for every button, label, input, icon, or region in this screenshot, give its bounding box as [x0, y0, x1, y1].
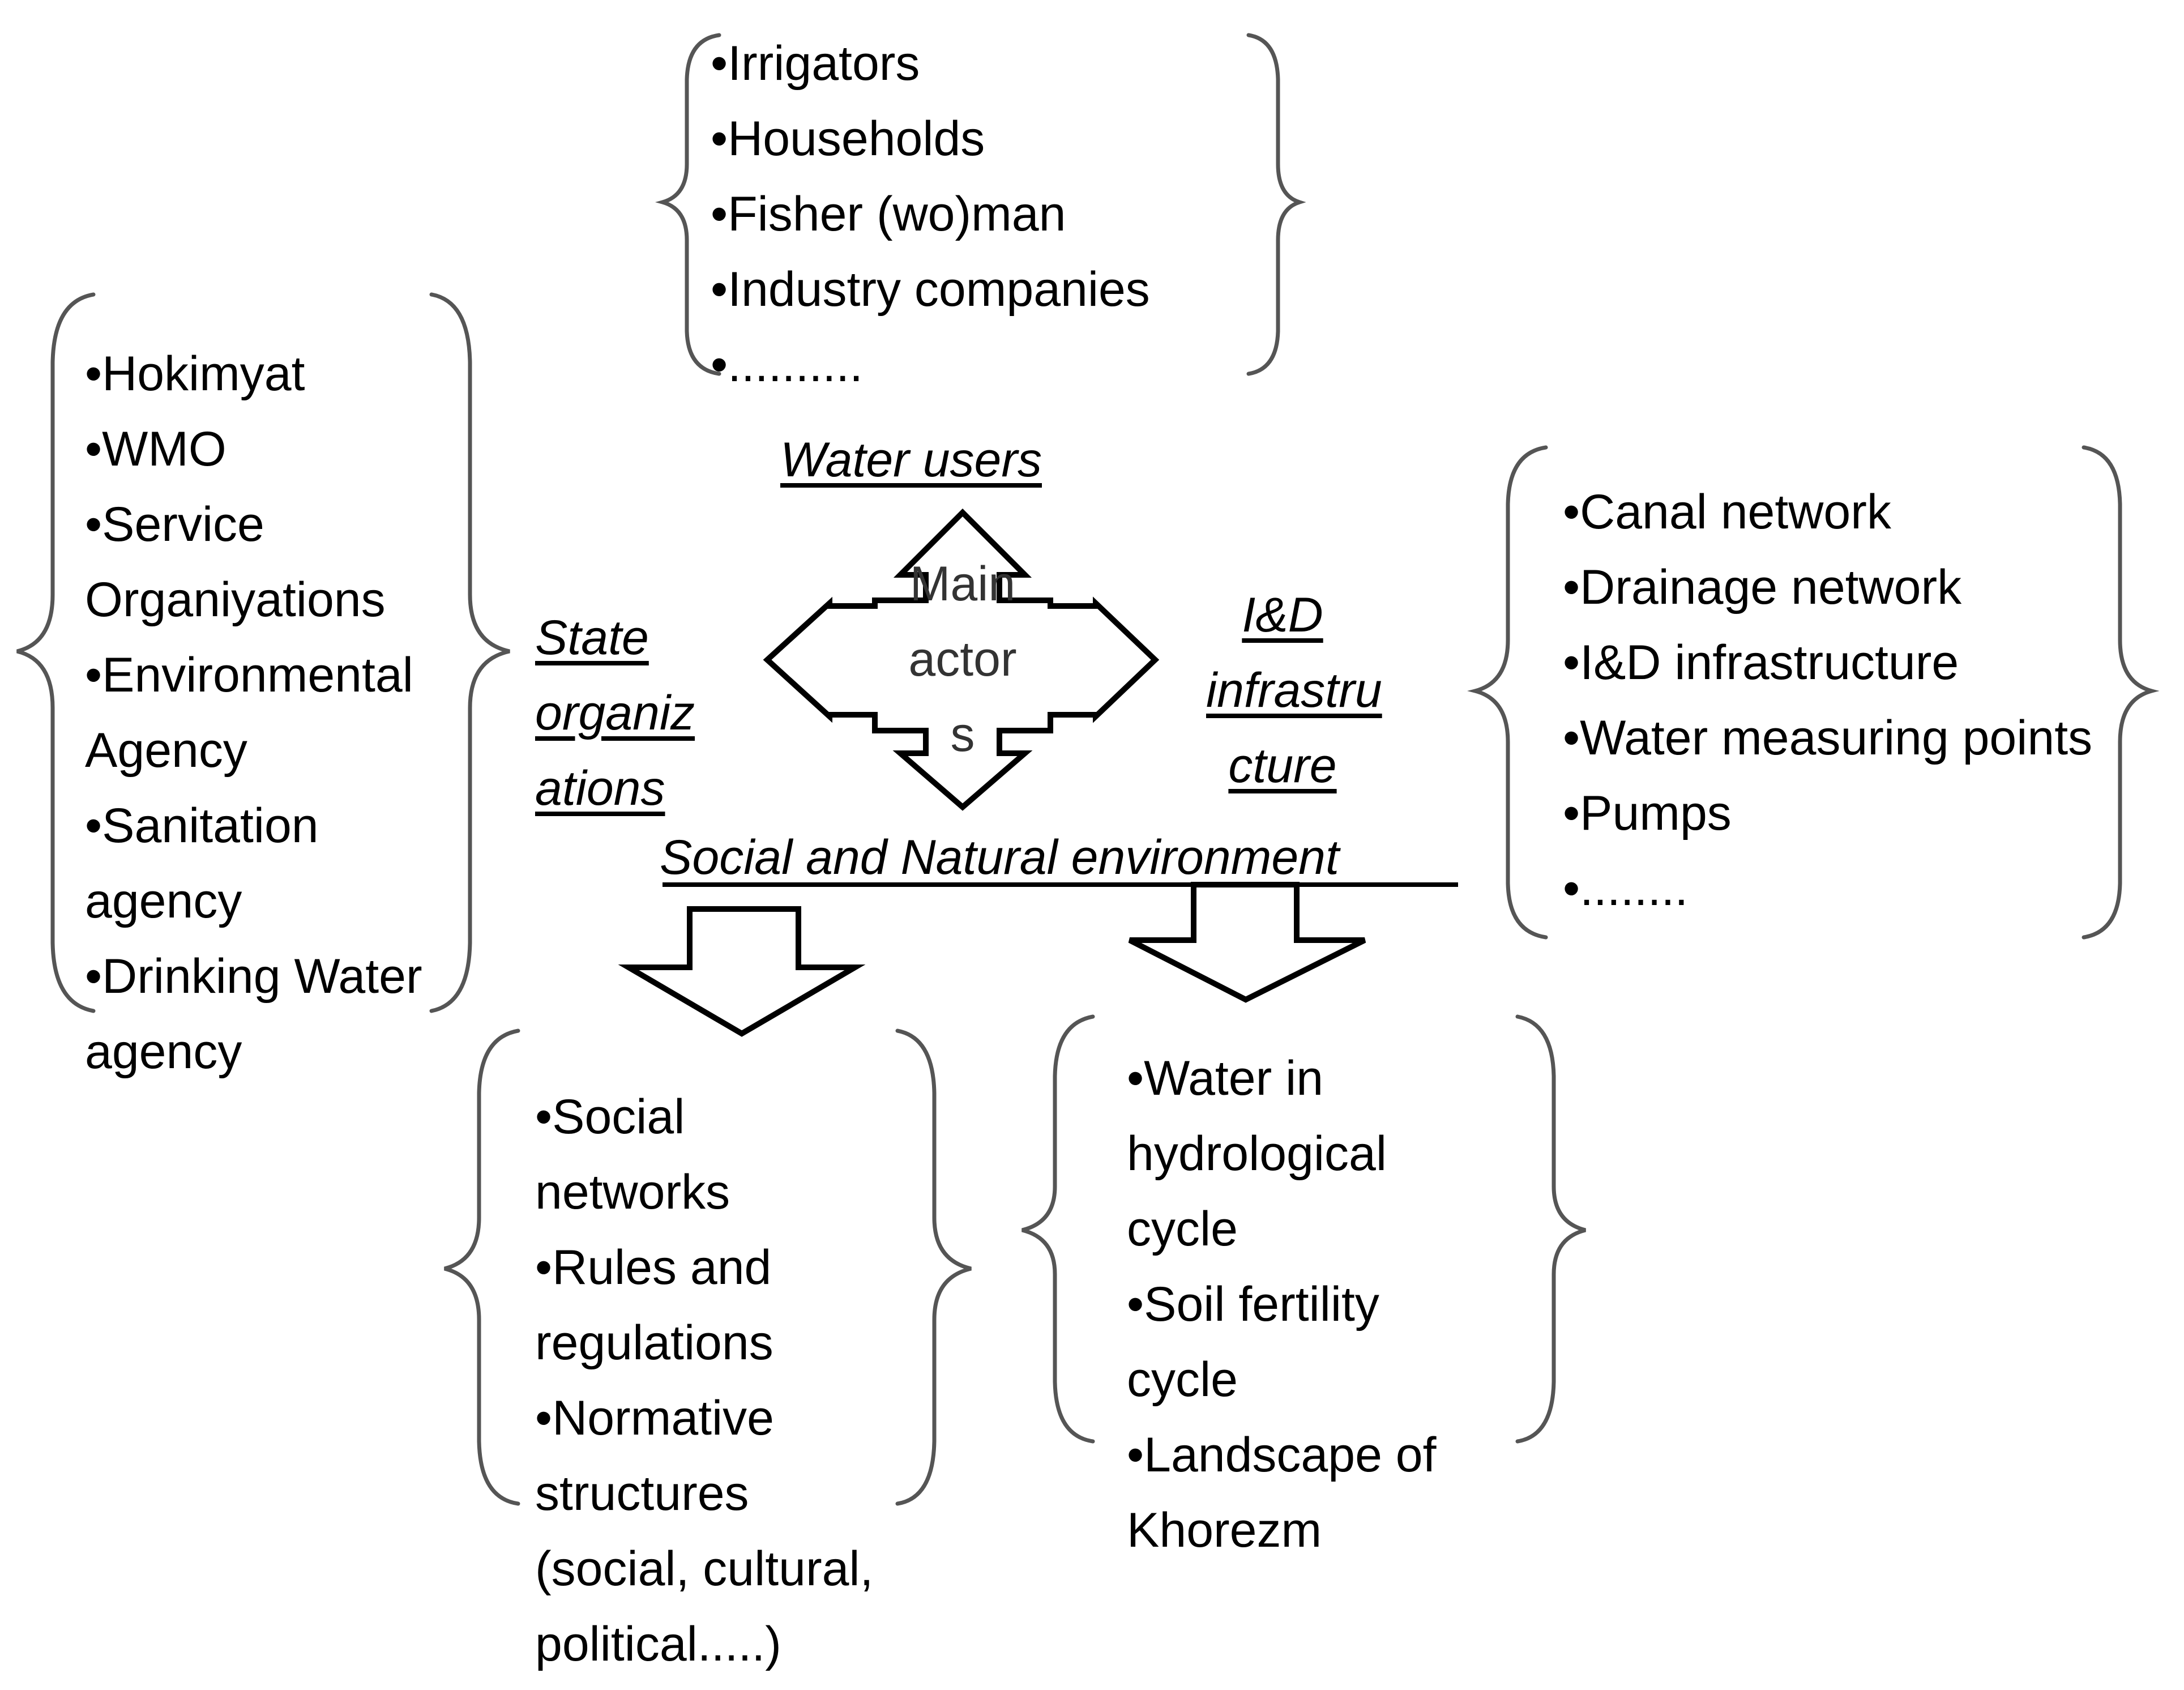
state-item-line: Organiyations [85, 573, 386, 627]
down-arrow-social [618, 906, 866, 1037]
state-item-line: •Hokimyat [85, 347, 305, 401]
state-item-line: •Sanitation [85, 799, 319, 853]
state-label-line: ations [535, 761, 665, 816]
state-item-line: Agency [85, 723, 247, 778]
social-item-line: political.....) [535, 1617, 781, 1671]
brace-water-users-right [1246, 33, 1306, 376]
list-item: .......... [711, 327, 1150, 403]
main-actors-text: Main actor s [883, 547, 1042, 773]
natural-item-line: cycle [1127, 1202, 1238, 1256]
infra-label-line: I&D [1242, 588, 1323, 642]
list-item: Canal network [1563, 475, 2092, 550]
natural-item-line: •Water in [1127, 1051, 1324, 1106]
social-list: •Social networks •Rules and regulations •Nor… [535, 1079, 873, 1682]
brace-infra-right [2082, 445, 2160, 940]
brace-social-left [444, 1028, 520, 1506]
brace-state-left [16, 292, 96, 1013]
list-item: Water measuring points [1563, 701, 2092, 776]
state-label-line: State [535, 611, 649, 665]
natural-item-line: cycle [1127, 1352, 1238, 1407]
center-line: actor [908, 632, 1017, 686]
environment-label: Social and Natural environment [660, 830, 1339, 885]
social-item-line: •Normative [535, 1391, 774, 1445]
brace-water-users-left [655, 33, 721, 376]
brace-social-right [895, 1028, 972, 1506]
social-item-line: structures [535, 1466, 749, 1521]
list-item: I&D infrastructure [1563, 625, 2092, 701]
social-item-line: regulations [535, 1316, 773, 1370]
list-item: Irrigators [711, 26, 1150, 101]
infra-label-line: infrastru [1206, 663, 1382, 718]
social-item-line: (social, cultural, [535, 1542, 874, 1596]
state-item-line: agency [85, 874, 242, 928]
list-item: Fisher (wo)man [711, 177, 1150, 252]
infra-label-line: cture [1228, 739, 1337, 793]
brace-natural-left [1022, 1014, 1095, 1444]
brace-infra-left [1467, 445, 1548, 940]
list-item: Households [711, 101, 1150, 177]
natural-item-line: •Soil fertility [1127, 1277, 1379, 1331]
natural-item-line: hydrological [1127, 1126, 1387, 1181]
brace-state-right [429, 292, 510, 1013]
brace-natural-right [1515, 1014, 1586, 1444]
state-organizations-label: State organiz ations [535, 600, 695, 826]
center-line: s [950, 707, 975, 762]
state-item-line: •Service [85, 497, 264, 552]
state-item-line: •Drinking Water [85, 949, 422, 1004]
list-item: Industry companies [711, 252, 1150, 327]
four-way-arrow [763, 508, 1160, 811]
list-item: ........ [1563, 851, 2092, 927]
list-item: Pumps [1563, 776, 2092, 851]
state-label-line: organiz [535, 686, 695, 740]
infrastructure-list: Canal network Drainage network I&D infra… [1563, 475, 2092, 927]
state-item-line: •Environmental [85, 648, 413, 702]
down-arrow-natural [1128, 882, 1366, 1003]
center-line: Main [909, 557, 1016, 611]
natural-list: •Water in hydrological cycle •Soil fertilit… [1127, 1041, 1437, 1568]
state-item-line: agency [85, 1025, 242, 1079]
social-item-line: networks [535, 1165, 730, 1219]
infrastructure-label: I&D infrastru cture [1206, 578, 1382, 804]
state-item-line: •WMO [85, 422, 226, 476]
social-item-line: •Social [535, 1090, 685, 1144]
natural-item-line: •Landscape of [1127, 1428, 1437, 1482]
water-users-list: Irrigators Households Fisher (wo)man Ind… [711, 26, 1150, 403]
list-item: Drainage network [1563, 550, 2092, 625]
natural-item-line: Khorezm [1127, 1503, 1322, 1557]
water-users-label: Water users [780, 433, 1042, 487]
social-item-line: •Rules and [535, 1240, 772, 1295]
